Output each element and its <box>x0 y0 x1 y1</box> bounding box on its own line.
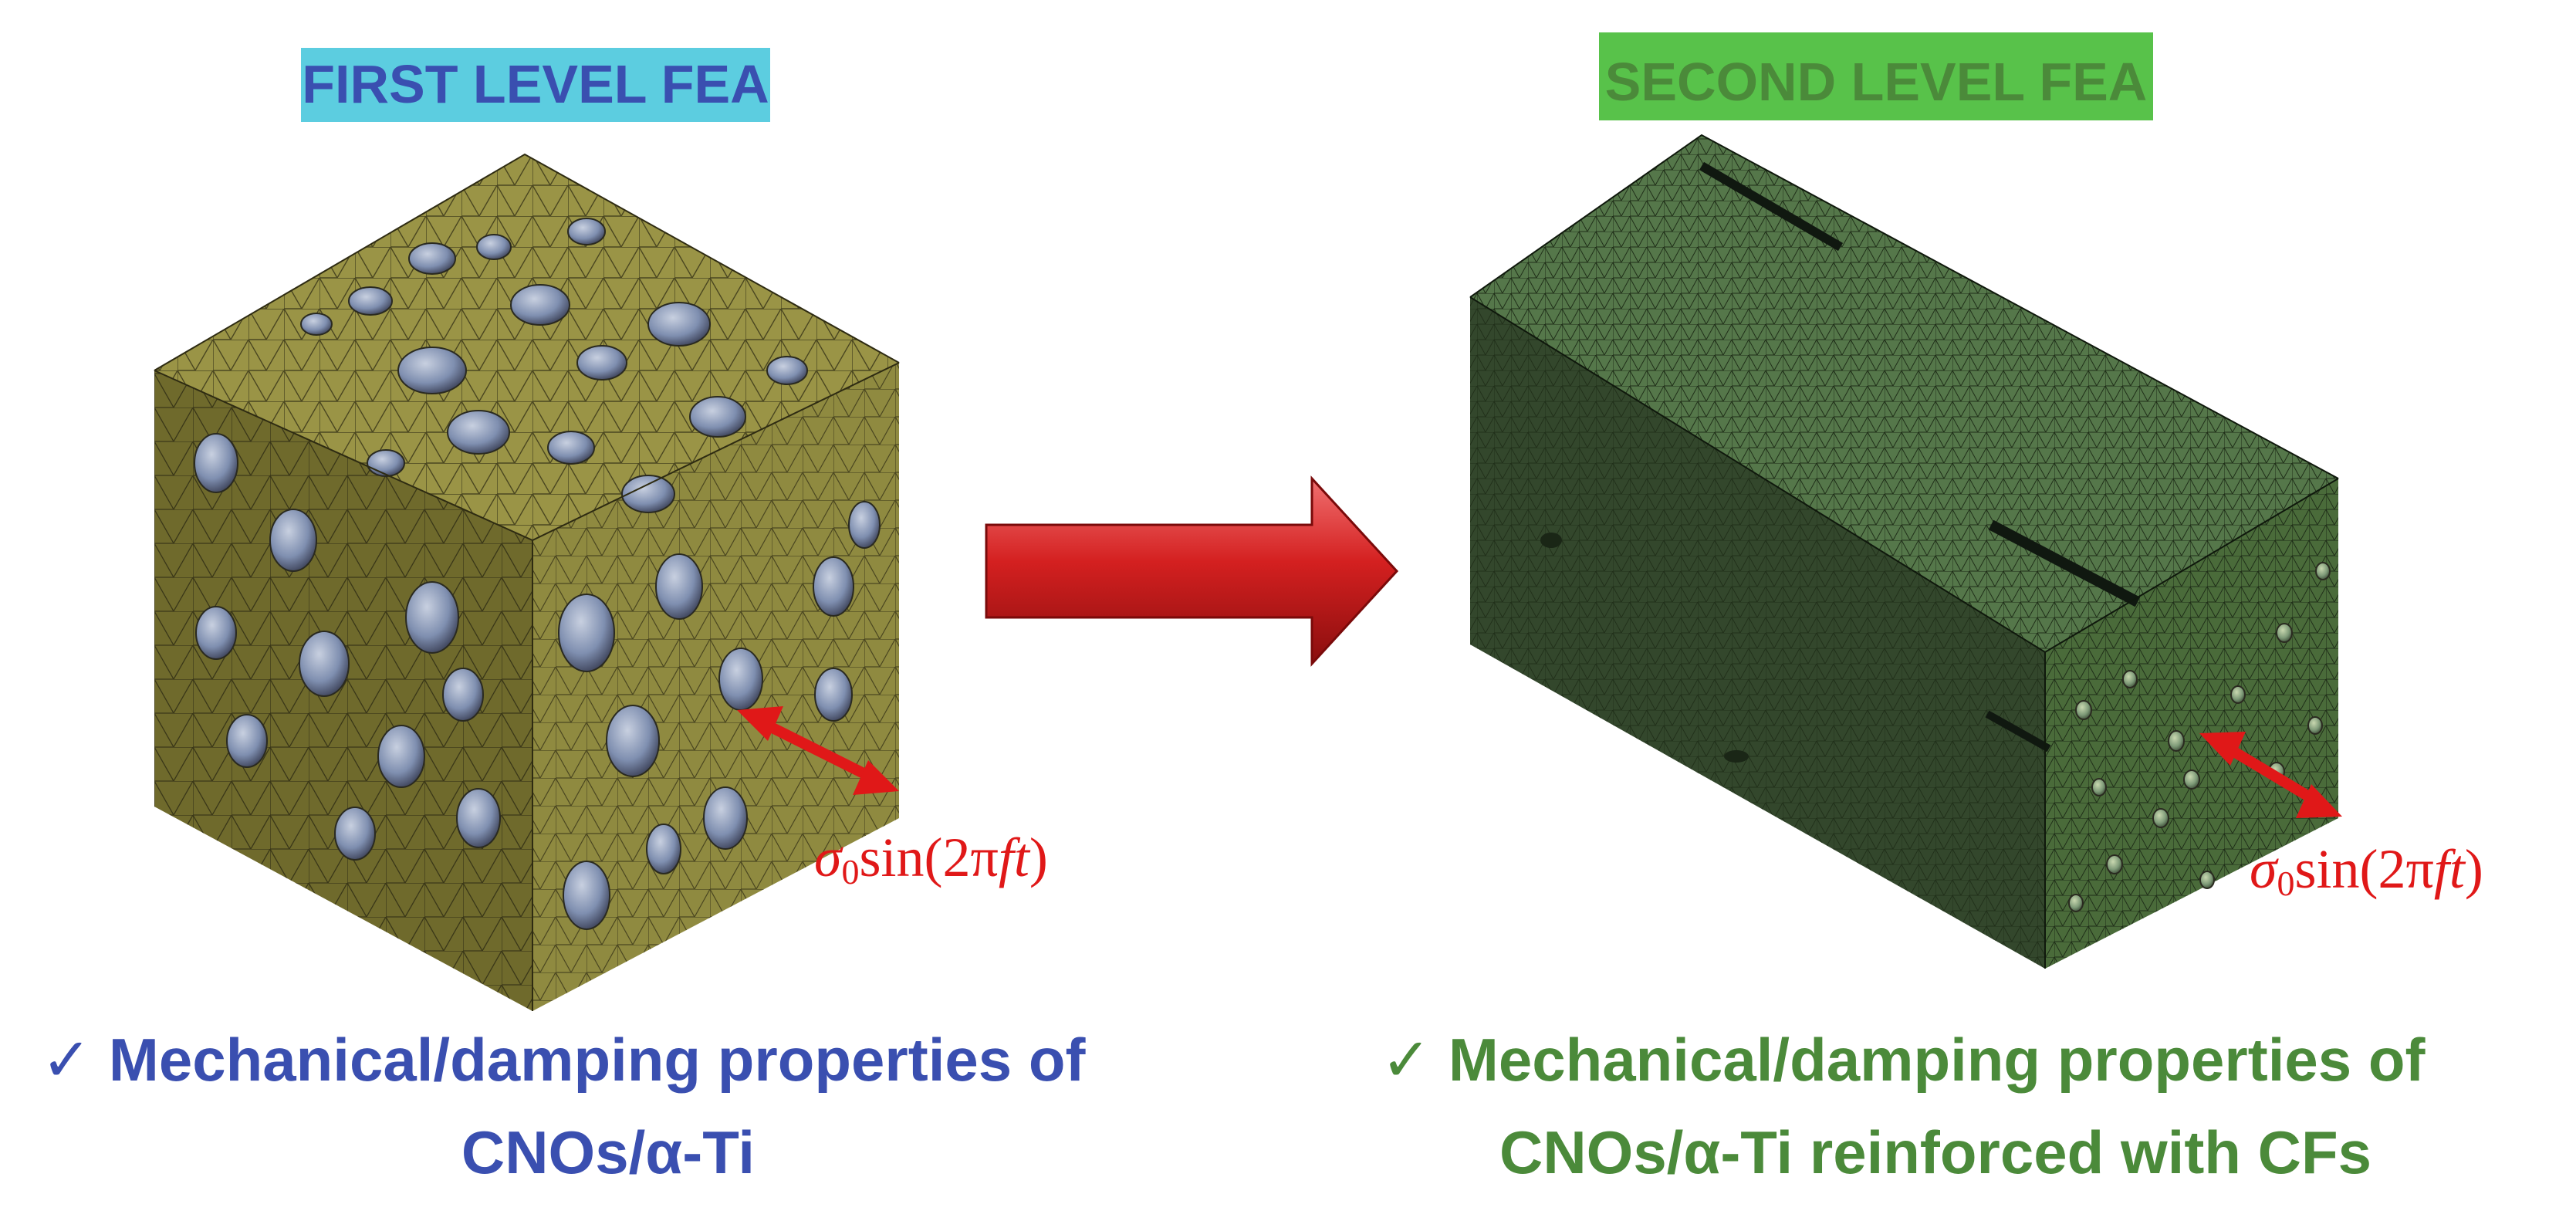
pore <box>2091 778 2107 797</box>
pore <box>476 234 512 260</box>
pore <box>226 714 268 768</box>
pore <box>766 356 808 385</box>
pore <box>510 284 570 326</box>
pore <box>195 606 237 660</box>
pore <box>2315 562 2331 580</box>
pore <box>703 786 748 850</box>
pore <box>447 410 510 455</box>
transition-arrow <box>985 475 1399 667</box>
pore <box>2307 716 2323 735</box>
pore <box>646 824 681 874</box>
pore <box>397 347 467 394</box>
right-check-mark: ✓ <box>1381 1026 1432 1094</box>
pore <box>689 396 746 438</box>
carbon-fiber <box>1985 710 2051 753</box>
pore <box>456 788 501 848</box>
right-loading-label: σ0sin(2πft) <box>2250 838 2483 903</box>
right-caption-line1: ✓Mechanical/damping properties of <box>1381 1026 2426 1094</box>
pore <box>848 501 881 549</box>
pore <box>2152 808 2169 828</box>
pore <box>300 313 333 336</box>
pores <box>194 218 881 930</box>
left-loading-label: σ0sin(2πft) <box>814 827 1048 891</box>
pore <box>814 668 853 722</box>
pore <box>442 668 484 722</box>
pore <box>567 218 606 245</box>
pore <box>2276 623 2293 643</box>
fiber-end <box>1724 750 1749 763</box>
first-level-title: FIRST LEVEL FEA <box>302 54 769 114</box>
pore <box>563 861 610 930</box>
pore <box>813 556 854 617</box>
porous-cube <box>154 153 900 1011</box>
pore <box>647 302 711 347</box>
second-level-title: SECOND LEVEL FEA <box>1605 52 2148 112</box>
pore <box>334 807 376 861</box>
pore <box>718 648 763 711</box>
composite-box <box>1469 134 2339 969</box>
carbon-fiber <box>1699 161 1844 252</box>
pore <box>2075 700 2092 720</box>
carbon-fiber <box>1988 519 2141 607</box>
pore <box>2168 730 2185 752</box>
second-level-title-background <box>1599 32 2153 120</box>
left-check-mark: ✓ <box>42 1026 92 1094</box>
pore <box>269 509 317 572</box>
pore <box>655 553 703 620</box>
right-caption-line2: CNOs/α-Ti reinforced with CFs <box>1499 1118 2371 1186</box>
left-load-arrow <box>737 706 899 795</box>
pore <box>558 594 615 672</box>
pore <box>408 242 456 275</box>
fiber-end <box>1540 533 1562 548</box>
pore <box>2068 894 2084 912</box>
pore <box>547 431 595 465</box>
pore <box>299 631 350 697</box>
pore <box>606 705 660 777</box>
pore <box>2183 769 2200 790</box>
left-caption-line2: CNOs/α-Ti <box>461 1118 755 1186</box>
pore <box>194 433 238 493</box>
pore <box>348 286 393 316</box>
pore <box>405 581 459 654</box>
pore <box>2199 871 2215 889</box>
left-caption-line1: ✓Mechanical/damping properties of <box>42 1026 1087 1094</box>
pore <box>621 475 675 513</box>
pore <box>576 345 627 381</box>
pore <box>2106 854 2123 874</box>
right-load-arrow <box>2199 732 2342 818</box>
pore <box>377 725 425 788</box>
pore <box>2122 670 2138 688</box>
pore <box>2230 685 2246 704</box>
pore <box>367 449 405 477</box>
first-level-title-background <box>301 48 770 122</box>
